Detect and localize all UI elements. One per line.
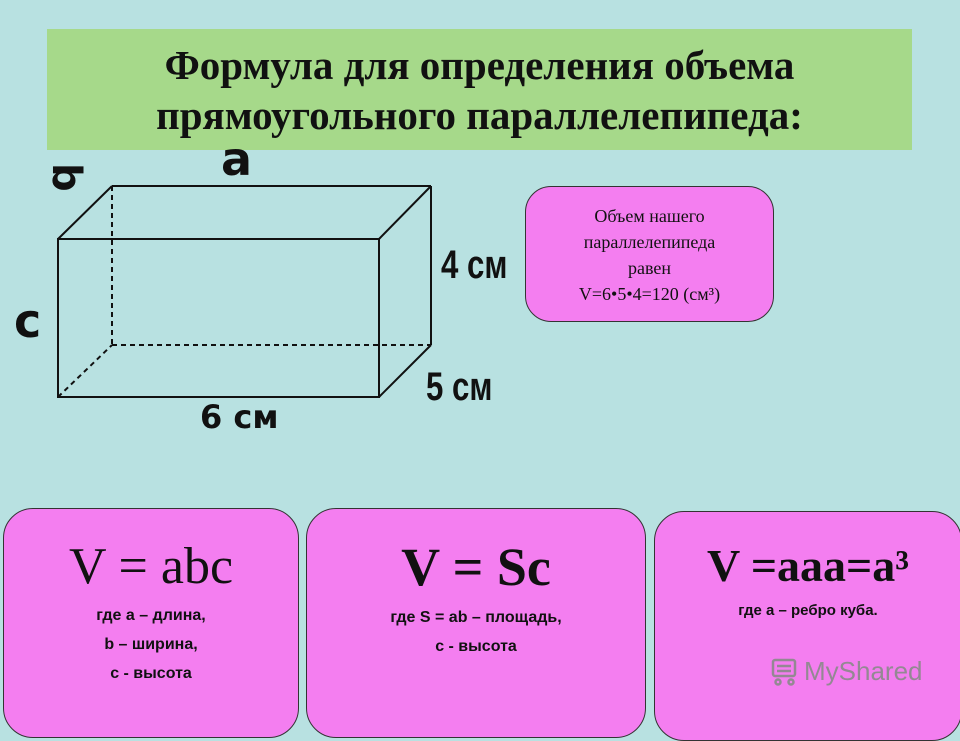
label-c: c (14, 294, 42, 348)
depth-dimension: 5 см (426, 365, 493, 409)
note-line-1: Объем нашего (594, 206, 705, 226)
top-left-depth-edge (57, 185, 113, 240)
cart-icon (771, 658, 797, 686)
desc-line: где S = ab – площадь, (390, 609, 562, 626)
parallelepiped-diagram (57, 185, 432, 398)
title-line-1: Формула для определения объема (164, 41, 795, 88)
height-dimension: 4 см (441, 243, 508, 287)
watermark: MyShared (767, 656, 923, 687)
formula-abc-desc: где а – длина, b – ширина, c - высота (4, 601, 298, 688)
note-line-4: V=6•5•4=120 (см³) (578, 284, 721, 304)
formula-abc: V = abc (68, 538, 234, 595)
formula-cube: V =aaa=a³ (706, 540, 910, 591)
note-line-2: параллелепипеда (583, 232, 716, 252)
hidden-edge-depth (57, 344, 113, 398)
length-dimension: 6 см (200, 398, 279, 436)
title-line-2: прямоугольного параллелепипеда: (156, 91, 803, 138)
bottom-right-depth-edge (378, 344, 432, 398)
formula-sc-desc: где S = ab – площадь, c - высота (307, 603, 645, 661)
formula-sc: V = Sc (401, 537, 551, 597)
top-right-depth-edge (378, 185, 432, 240)
front-face (57, 238, 380, 398)
volume-note: Объем нашего параллелепипеда равен V=6•5… (525, 186, 774, 322)
formula-card-sc: V = Sc где S = ab – площадь, c - высота (306, 508, 646, 738)
desc-line: где а – длина, (96, 607, 206, 624)
desc-line: где а – ребро куба. (738, 602, 878, 619)
formula-card-abc: V = abc где а – длина, b – ширина, c - в… (3, 508, 299, 738)
desc-line: c - высота (435, 638, 517, 655)
page-title: Формула для определения объема прямоугол… (47, 29, 912, 150)
note-line-3: равен (627, 258, 671, 278)
watermark-text: MyShared (804, 656, 923, 686)
desc-line: c - высота (110, 665, 192, 682)
desc-line: b – ширина, (104, 636, 198, 653)
formula-card-cube: V =aaa=a³ где а – ребро куба. (654, 511, 960, 741)
label-b: b (43, 163, 89, 192)
label-a: a (221, 132, 253, 186)
formula-cube-desc: где а – ребро куба. (655, 596, 960, 625)
